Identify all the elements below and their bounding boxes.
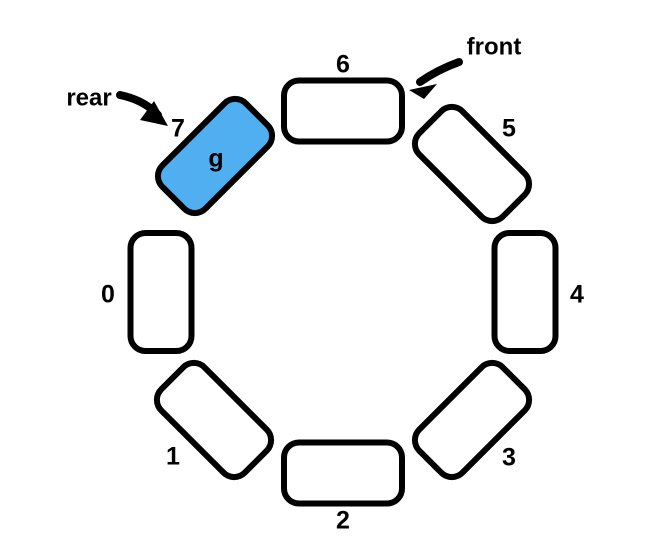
cell-7-index-label: 7 <box>171 115 185 143</box>
rear-arrowhead-icon <box>140 101 168 126</box>
queue-cell-3[interactable] <box>409 357 536 484</box>
queue-cell-0[interactable] <box>127 230 195 354</box>
queue-cell-7[interactable]: g <box>152 93 279 220</box>
queue-cell-6[interactable] <box>281 77 405 145</box>
cell-6-index-label: 6 <box>336 51 350 79</box>
queue-cell-2[interactable] <box>281 439 405 507</box>
queue-cell-5[interactable] <box>409 101 536 228</box>
rear-pointer: rear <box>66 84 168 126</box>
front-arrow-icon <box>416 58 463 86</box>
cell-4-index-label: 4 <box>570 281 584 309</box>
queue-cell-4[interactable] <box>491 230 559 354</box>
front-arrowhead-icon <box>409 84 437 99</box>
cell-2-index-label: 2 <box>336 507 350 535</box>
cell-7-rect[interactable] <box>152 93 279 220</box>
rear-pointer-label: rear <box>66 84 111 111</box>
cell-0-rect[interactable] <box>127 230 195 354</box>
cell-1-index-label: 1 <box>166 443 180 471</box>
cell-5-index-label: 5 <box>502 115 516 143</box>
cell-0-index-label: 0 <box>101 281 115 309</box>
queue-cell-1[interactable] <box>151 357 278 484</box>
cell-4-rect[interactable] <box>491 230 559 354</box>
cell-2-rect[interactable] <box>281 439 405 507</box>
front-pointer-label: front <box>467 33 522 60</box>
cell-3-index-label: 3 <box>502 444 516 472</box>
front-pointer: front <box>409 33 521 99</box>
cell-1-rect[interactable] <box>151 357 278 484</box>
cell-3-rect[interactable] <box>409 357 536 484</box>
cell-5-rect[interactable] <box>409 101 536 228</box>
cell-7-value: g <box>208 145 223 173</box>
cell-6-rect[interactable] <box>281 77 405 145</box>
